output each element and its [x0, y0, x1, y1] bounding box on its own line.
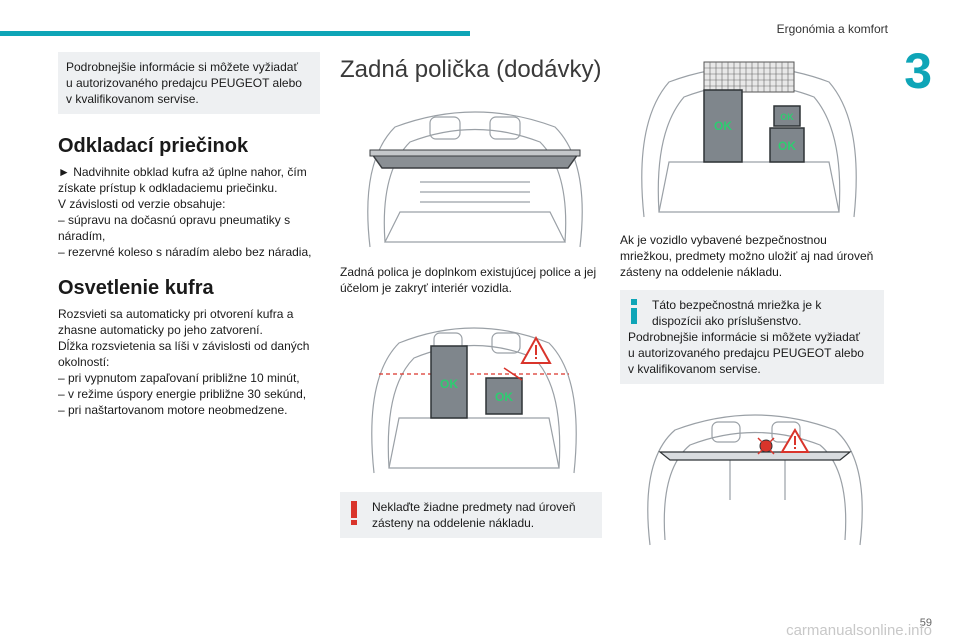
- warning-note: Neklaďte žiadne predmety nad úroveň zást…: [340, 492, 602, 538]
- ok-label-3: OK: [714, 119, 732, 133]
- header-accent-bar: [0, 31, 470, 36]
- ok-label-5: OK: [778, 139, 796, 153]
- illustration-rear-shelf: [367, 111, 583, 248]
- ok-label-2: OK: [495, 390, 513, 404]
- exclamation-icon: [351, 501, 357, 525]
- page-number: 59: [919, 617, 932, 629]
- chapter-number: 3: [904, 43, 932, 99]
- illustration-cargo-ok: OK OK: [371, 327, 577, 474]
- odkladaci-text: ► Nadvihnite obklad kufra až úplne nahor…: [58, 165, 312, 259]
- net-body: Ak je vozidlo vybavené bezpečnostnou mri…: [620, 233, 874, 279]
- column-left: Podrobnejšie informácie si môžete vyžiad…: [58, 52, 320, 418]
- watermark: carmanualsonline.info: [786, 622, 932, 639]
- osvetlenie-text: Rozsvieti sa automaticky pri otvorení ku…: [58, 307, 310, 417]
- illustration-shelf-warning: [647, 414, 863, 546]
- heading-osvetlenie: Osvetlenie kufra: [58, 277, 214, 299]
- illustration-safety-net: OK OK OK: [641, 61, 857, 218]
- heading-odkladaci: Odkladací priečinok: [58, 135, 249, 157]
- info-note-top: Podrobnejšie informácie si môžete vyžiad…: [58, 52, 320, 114]
- section-title: Ergonómia a komfort: [776, 22, 888, 36]
- ok-label-4: OK: [780, 112, 794, 122]
- info-icon: [631, 299, 637, 324]
- column-right: OK OK OK Ak je vozidlo vybavené bezpečno…: [620, 52, 884, 550]
- info-note-net: Táto bezpečnostná mriežka je k dispozíci…: [620, 290, 884, 384]
- column-middle: Zadná polička (dodávky) Zadná polica je …: [340, 52, 602, 538]
- ok-label-1: OK: [440, 377, 458, 391]
- heading-zadna-policka: Zadná polička (dodávky): [340, 56, 602, 83]
- zadna-body: Zadná polica je doplnkom existujúcej pol…: [340, 265, 597, 295]
